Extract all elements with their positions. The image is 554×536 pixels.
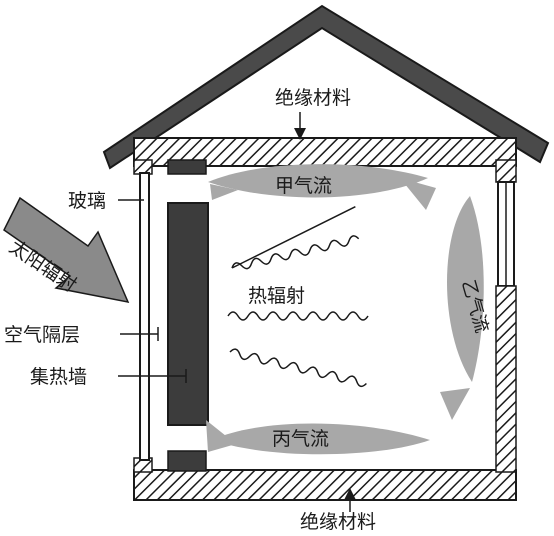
heat-wall-label: 集热墙 (30, 366, 87, 388)
roof (102, 4, 550, 170)
radiation-wave-bottom (229, 348, 367, 388)
floor-insulation-arrowhead (344, 488, 356, 500)
floor-insulation (133, 469, 517, 501)
airflow-c-shape (212, 423, 430, 455)
airflow-c-label: 丙气流 (272, 428, 329, 450)
airflow-b-shape (447, 196, 484, 382)
roof-insulation-label: 绝缘材料 (275, 87, 351, 109)
solar-radiation-arrow (3, 196, 130, 304)
heat-wall-bottom-cap (167, 450, 207, 472)
floor-insulation-label: 绝缘材料 (300, 511, 376, 533)
heat-wall-top-cap (167, 159, 207, 175)
airflow-b-lower-tip (440, 388, 470, 420)
radiation-wave-middle (227, 311, 369, 321)
airflow-bottom-left-wing (206, 420, 236, 452)
thermal-radiation-label: 热辐射 (248, 285, 305, 307)
right-wall-top (495, 159, 517, 183)
roof-insulation-arrowhead (294, 128, 306, 140)
glass-pane (139, 172, 150, 461)
heat-collector-wall (167, 202, 209, 426)
left-top-block (133, 159, 153, 175)
airflow-a-shape (208, 164, 428, 198)
right-wall-lower (495, 285, 517, 473)
air-gap-label: 空气隔层 (4, 324, 80, 346)
airflow-a-label: 甲气流 (275, 175, 332, 197)
airflow-top-left-wing (210, 184, 238, 200)
glass-label: 玻璃 (68, 190, 106, 212)
airflow-top-right-wing (400, 178, 436, 210)
radiation-wave-top (231, 206, 360, 270)
